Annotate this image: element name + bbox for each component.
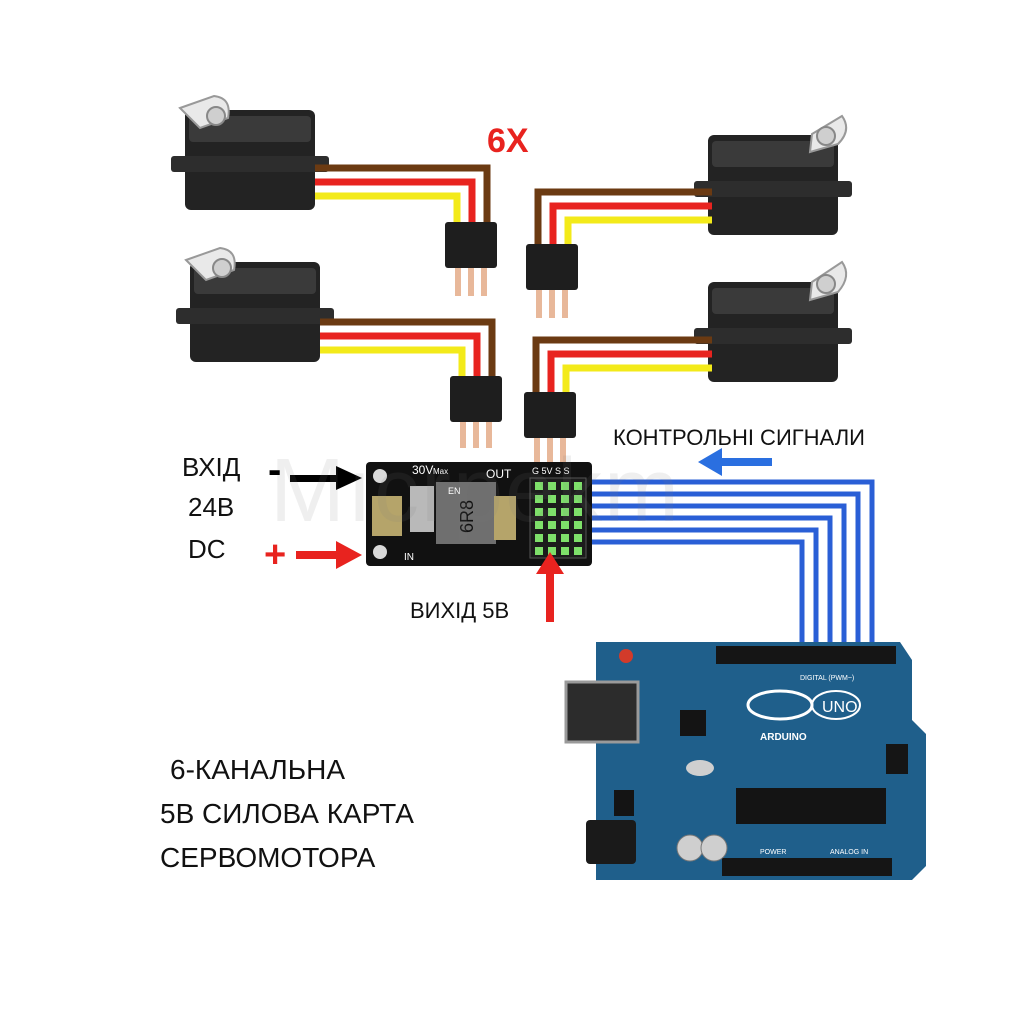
arduino-model: UNO xyxy=(822,699,858,716)
digital-header xyxy=(716,646,896,664)
minus-sign: - xyxy=(268,448,282,492)
servo-count-label: 6X xyxy=(487,122,529,160)
servo-motor-1 xyxy=(171,94,329,210)
plus-sign: + xyxy=(264,534,287,576)
board-header-label: G 5V S S xyxy=(532,466,570,476)
arduino-analog-label: ANALOG IN xyxy=(830,849,868,856)
servo-cable-4 xyxy=(532,336,712,402)
control-signals-label: КОНТРОЛЬНІ СИГНАЛИ xyxy=(613,425,865,450)
arduino-uno-board: ARDUINO UNO DIGITAL (PWM~) POWER ANALOG … xyxy=(564,642,926,880)
watermark: Mıcrpekm xyxy=(270,441,682,541)
servo-cable-3 xyxy=(320,318,496,386)
control-signal-arrow xyxy=(698,448,772,476)
servo-motor-3 xyxy=(176,246,334,362)
arduino-brand: ARDUINO xyxy=(760,732,807,743)
caption-line2: 5В СИЛОВА КАРТА xyxy=(160,798,414,829)
servo-connector-4 xyxy=(524,392,576,462)
input-minus-arrow xyxy=(290,466,362,490)
arduino-digital-label: DIGITAL (PWM~) xyxy=(800,675,854,682)
servo-connector-1 xyxy=(445,222,497,296)
analog-power-header xyxy=(722,858,892,876)
servo-cable-1 xyxy=(315,164,491,232)
servo-motor-2 xyxy=(694,114,852,235)
board-in-label: IN xyxy=(404,552,414,563)
output-label: ВИХІД 5В xyxy=(410,598,510,623)
caption-line1: 6-КАНАЛЬНА xyxy=(170,754,346,785)
board-out-label: OUT xyxy=(486,467,512,481)
servo-power-board: 6R8 30V Max OUT EN IN G 5V S S xyxy=(366,462,592,566)
usb-port xyxy=(564,680,640,744)
inductor-label: 6R8 xyxy=(457,500,477,533)
input-plus-arrow xyxy=(296,541,362,569)
caption-line3: СЕРВОМОТОРА xyxy=(160,842,376,873)
input-label-line3: DC xyxy=(188,534,226,564)
signal-wires xyxy=(588,479,875,642)
atmega-chip xyxy=(736,788,886,824)
power-jack xyxy=(586,820,636,864)
board-rating: 30V xyxy=(412,463,433,477)
servo-connector-2 xyxy=(526,244,578,318)
board-rating-suffix: Max xyxy=(433,467,448,476)
servo-motor-4 xyxy=(694,260,852,382)
input-label-line1: ВХІД xyxy=(182,452,241,482)
servo-connector-3 xyxy=(450,376,502,448)
input-label-line2: 24В xyxy=(188,492,235,522)
board-en-label: EN xyxy=(448,486,461,496)
output-arrow xyxy=(536,552,564,622)
arduino-power-label: POWER xyxy=(760,849,786,856)
